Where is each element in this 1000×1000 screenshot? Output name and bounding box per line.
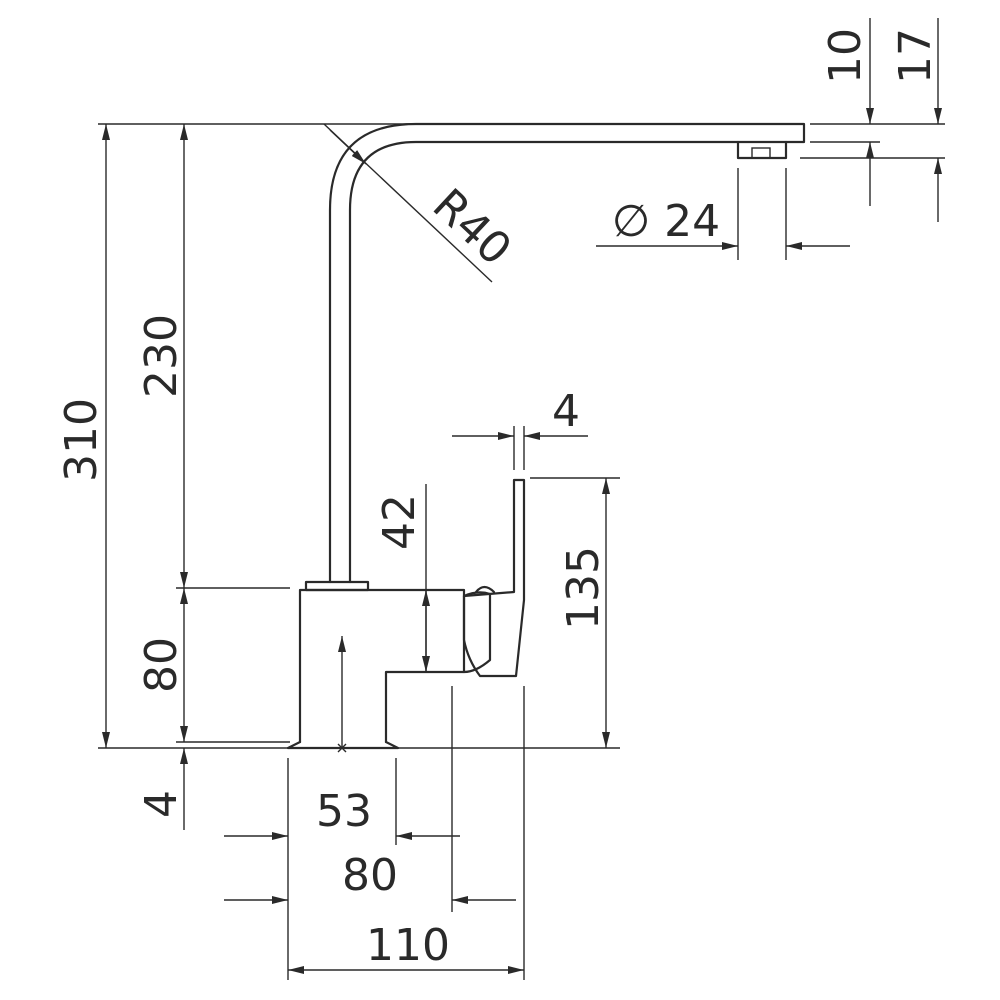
label-135: 135 xyxy=(558,546,609,630)
lever-pivot xyxy=(474,585,496,594)
label-phi24: ∅ 24 xyxy=(612,196,720,247)
base-flange xyxy=(286,740,400,750)
center-mark xyxy=(337,743,347,753)
extension-lines xyxy=(98,123,945,980)
spout-outer xyxy=(328,122,806,584)
label-4-bottom: 4 xyxy=(136,790,187,818)
faucet-outline xyxy=(286,122,806,753)
label-230: 230 xyxy=(136,314,187,398)
dimension-labels: 10 17 R40 ∅ 24 310 230 4 42 135 80 4 53 … xyxy=(56,28,941,971)
label-4-top: 4 xyxy=(552,386,580,437)
lever-handle xyxy=(462,478,526,678)
dim-line-r40-arrow xyxy=(329,129,367,165)
spout-collar xyxy=(304,580,370,592)
lever-housing xyxy=(462,591,492,674)
label-10: 10 xyxy=(820,28,871,84)
label-53: 53 xyxy=(316,786,372,837)
label-42: 42 xyxy=(374,494,425,550)
label-17: 17 xyxy=(890,28,941,84)
aerator-inner xyxy=(751,147,771,159)
aerator xyxy=(736,140,788,160)
label-80-horizontal: 80 xyxy=(342,850,398,901)
label-80-vertical: 80 xyxy=(136,637,187,693)
label-110: 110 xyxy=(366,920,450,971)
label-310: 310 xyxy=(56,398,107,482)
faucet-body xyxy=(298,588,466,744)
label-r40: R40 xyxy=(423,179,521,275)
dimension-lines xyxy=(102,18,942,974)
